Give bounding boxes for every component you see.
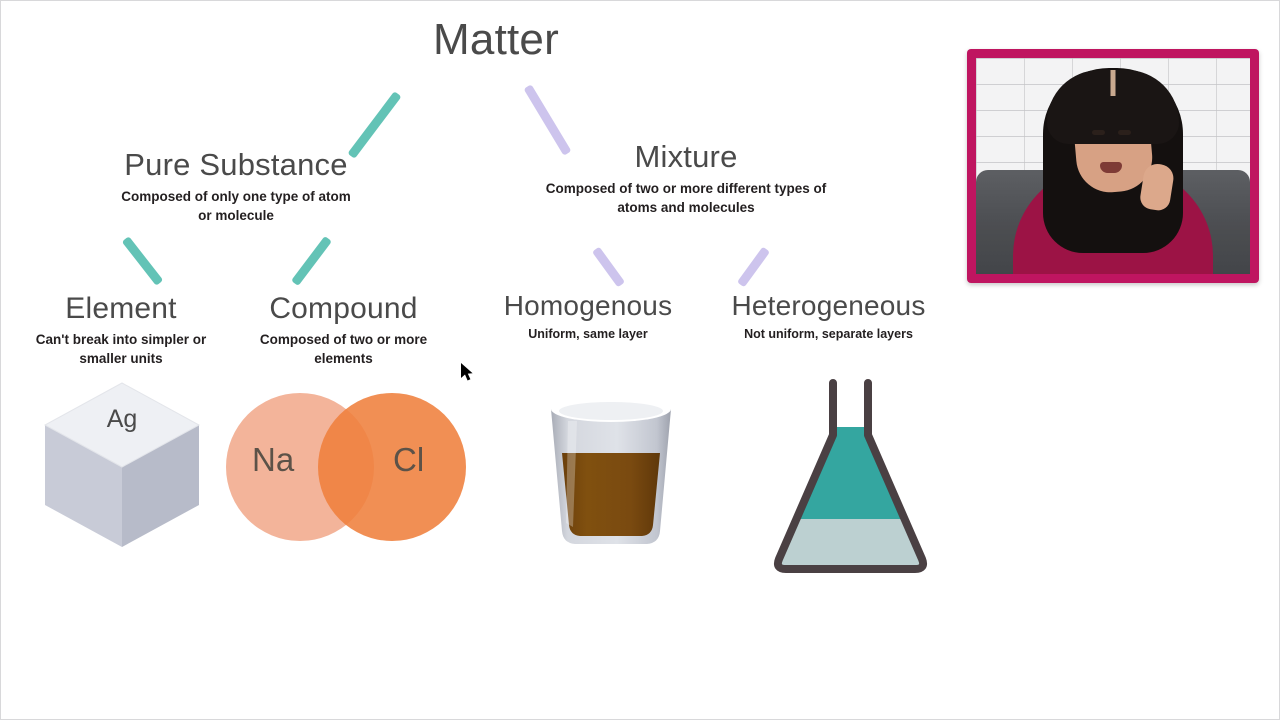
node-mixture: Mixture Composed of two or more differen… — [531, 139, 841, 218]
cube-icon — [43, 382, 201, 547]
element-description: Can't break into simpler or smaller unit… — [35, 331, 207, 367]
connector-pure-substance-to-element — [121, 236, 164, 286]
node-compound: Compound Composed of two or more element… — [236, 293, 451, 369]
connector-mixture-to-heterogeneous — [736, 246, 771, 288]
matter-title: Matter — [433, 15, 559, 64]
presenter-hair-part — [1110, 70, 1116, 96]
venn-circle-cl — [318, 393, 466, 541]
compound-description: Composed of two or more elements — [259, 331, 428, 367]
glass-of-liquid-illustration — [541, 391, 681, 551]
presenter-eye-right — [1118, 130, 1131, 135]
cursor-arrow-icon — [461, 363, 473, 381]
mixture-title: Mixture — [634, 139, 738, 174]
node-pure-substance: Pure Substance Composed of only one type… — [76, 147, 396, 226]
flask-icon — [773, 379, 928, 573]
pure-substance-title: Pure Substance — [124, 147, 348, 182]
connector-pure-substance-to-compound — [291, 235, 332, 287]
node-homogenous: Homogenous Uniform, same layer — [479, 291, 697, 344]
silver-cube-illustration: Ag — [39, 379, 205, 551]
mixture-description: Composed of two or more different types … — [545, 180, 827, 216]
venn-label-na: Na — [252, 441, 295, 478]
element-title: Element — [65, 292, 177, 325]
erlenmeyer-flask-illustration — [763, 369, 938, 581]
venn-label-cl: Cl — [393, 441, 425, 478]
heterogeneous-title: Heterogeneous — [731, 290, 926, 321]
homogenous-description: Uniform, same layer — [528, 327, 648, 342]
compound-title: Compound — [269, 292, 418, 325]
webcam-overlay[interactable] — [967, 49, 1259, 283]
connector-mixture-to-homogenous — [591, 246, 626, 288]
cube-element-symbol: Ag — [106, 405, 138, 433]
node-element: Element Can't break into simpler or smal… — [11, 293, 231, 369]
mouse-cursor — [461, 363, 475, 383]
node-heterogeneous: Heterogeneous Not uniform, separate laye… — [706, 291, 951, 344]
pure-substance-description: Composed of only one type of atom or mol… — [121, 188, 351, 224]
heterogeneous-description: Not uniform, separate layers — [744, 327, 913, 342]
presenter-eye-left — [1092, 130, 1105, 135]
glass-icon — [551, 396, 671, 544]
nacl-venn-illustration: Na Cl — [226, 393, 466, 541]
presenter-mouth — [1100, 162, 1122, 173]
webcam-video — [976, 58, 1250, 274]
node-matter: Matter — [331, 15, 661, 64]
homogenous-title: Homogenous — [503, 290, 673, 321]
